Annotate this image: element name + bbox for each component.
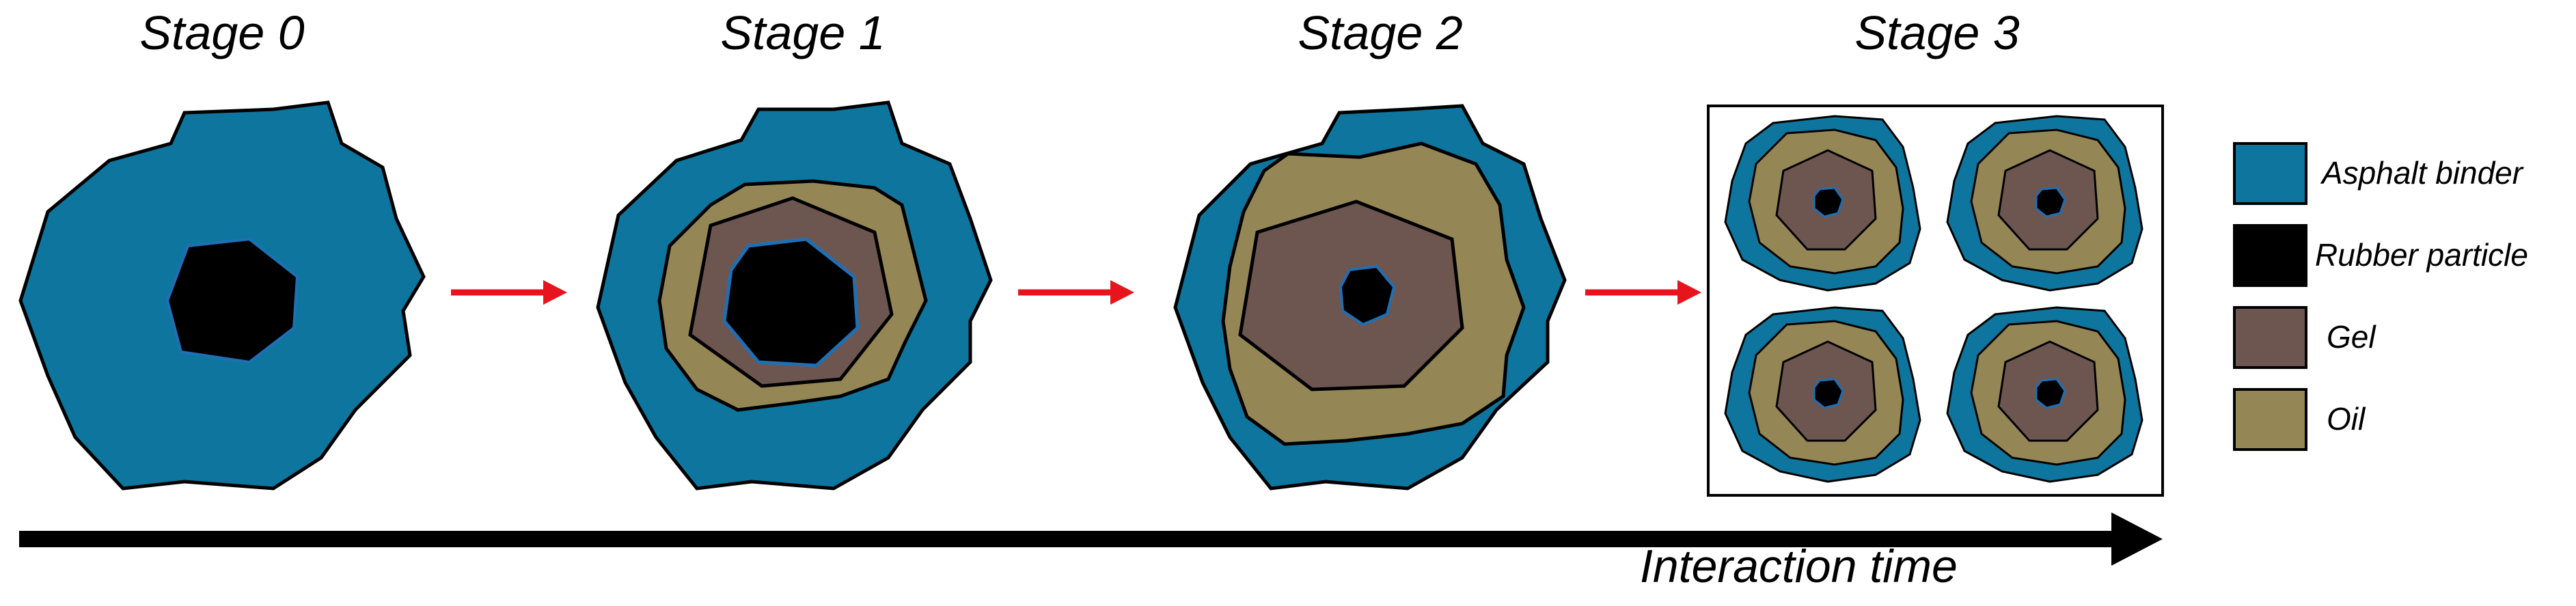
stage-3-particle-top-right: [1946, 115, 2143, 292]
legend-label-oil: Oil: [2327, 401, 2366, 437]
transition-arrows: [451, 280, 1701, 305]
interaction-time-arrow: [19, 512, 2163, 566]
stage-1-particle: [596, 100, 993, 491]
stage-0-rubber-particle: [165, 237, 299, 364]
arrow-stage-0-to-1: [451, 280, 567, 305]
interaction-time-label: Interaction time: [1640, 540, 1958, 592]
stage-2-particle: [1173, 104, 1567, 491]
stage-0-title: Stage 0: [139, 6, 305, 59]
stage-1-rubber-particle: [722, 237, 860, 368]
stage-3-particle-bottom-left: [1724, 306, 1921, 483]
arrow-stage-2-to-3: [1585, 280, 1701, 305]
stage-2-rubber-particle: [1339, 264, 1396, 327]
legend-swatch-rubber-particle: [2233, 224, 2307, 287]
stage-2-title: Stage 2: [1298, 6, 1463, 59]
legend-label-rubber-particle: Rubber particle: [2315, 237, 2528, 273]
legend-label-asphalt-binder: Asphalt binder: [2322, 155, 2523, 191]
stage-3-particle-bottom-right: [1946, 306, 2143, 483]
legend-label-gel: Gel: [2327, 319, 2376, 355]
legend: [2233, 142, 2307, 451]
legend-swatch-asphalt-binder: [2233, 142, 2307, 205]
arrow-stage-1-to-2: [1018, 280, 1134, 305]
stage-3-title: Stage 3: [1854, 6, 2020, 59]
legend-swatch-oil: [2233, 388, 2307, 451]
stage-3-particle-top-left: [1724, 115, 1921, 292]
stage-1-title: Stage 1: [720, 6, 886, 59]
stage-0-particle: [18, 100, 426, 491]
legend-swatch-gel: [2233, 306, 2307, 369]
